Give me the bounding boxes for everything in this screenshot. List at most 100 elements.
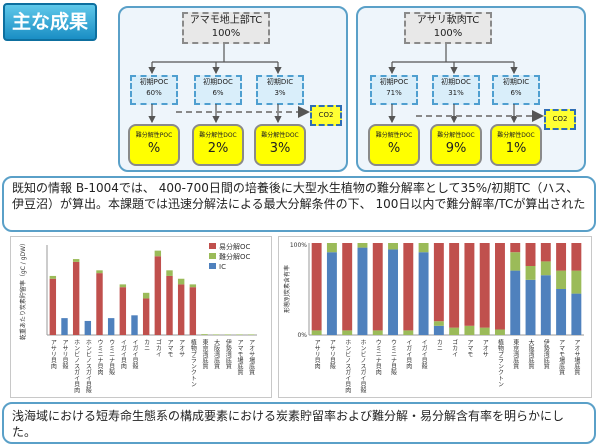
bar-segment bbox=[556, 243, 567, 271]
bar-segment bbox=[342, 243, 353, 331]
bar-segment bbox=[212, 334, 220, 335]
flow-top-name: アサリ軟肉TC bbox=[416, 15, 480, 26]
legend-swatch bbox=[209, 243, 216, 249]
bar-segment bbox=[236, 334, 243, 335]
co2-box: CO2 bbox=[544, 109, 576, 130]
flow-mid-pct: 3% bbox=[274, 89, 286, 97]
flow-result-value: 3% bbox=[269, 141, 291, 156]
flow-result-box: 難分解性POC % bbox=[128, 124, 180, 166]
bar-segment bbox=[49, 278, 57, 335]
bar-segment bbox=[571, 293, 582, 335]
bar-segment bbox=[357, 243, 368, 248]
bar-segment bbox=[418, 252, 429, 335]
bar-segment bbox=[224, 334, 232, 335]
bar-segment bbox=[433, 325, 444, 335]
flow-result-label: 難分解性POC bbox=[135, 132, 173, 139]
x-tick-label: アマモ場底質 bbox=[558, 339, 565, 376]
y-axis-label: 乾重あたり炭素貯留率（gC / gDW） bbox=[19, 240, 27, 340]
x-tick-label: イガイ貝肉 bbox=[119, 339, 126, 369]
flow-result-label: 難分解性DOC bbox=[437, 132, 475, 139]
bar-segment bbox=[96, 270, 103, 274]
flow-top-box: アマモ地上部TC 100% bbox=[182, 12, 270, 44]
bar-segment bbox=[177, 284, 185, 335]
bar-segment bbox=[464, 243, 475, 326]
bar-segment bbox=[556, 289, 567, 335]
x-tick-label: イガイ貝肉 bbox=[405, 339, 412, 369]
flow-arrows bbox=[148, 44, 310, 124]
flow-mid-name: 初期POC bbox=[379, 78, 409, 86]
bar-segment bbox=[525, 266, 536, 280]
x-tick-label: ゴカイ bbox=[154, 338, 161, 357]
flow-mid-pct: 6% bbox=[212, 89, 224, 97]
bar-segment bbox=[372, 330, 383, 335]
x-tick-label: アサリ貝肉 bbox=[49, 339, 56, 369]
x-tick-label: イガイ貝殻 bbox=[131, 339, 138, 370]
x-tick-label: アサリ貝殻 bbox=[328, 339, 335, 370]
x-tick-label: ウミニナ貝殻 bbox=[108, 339, 115, 376]
flow-result-value: 2% bbox=[207, 141, 229, 156]
x-tick-label: アマモ bbox=[466, 339, 473, 357]
flow-mid-name: 初期DIC bbox=[266, 78, 294, 86]
flow-top-box: アサリ軟肉TC 100% bbox=[404, 12, 492, 44]
flow-result-label: 難分解性DOC bbox=[199, 132, 237, 139]
flow-result-value: 1% bbox=[505, 141, 527, 156]
bar-segment bbox=[403, 243, 414, 331]
bar-segment bbox=[403, 330, 414, 335]
carbon-storage-chart: 乾重あたり炭素貯留率（gC / gDW）アサリ貝肉アサリ貝殻ホンビノスガイ貝肉ホ… bbox=[19, 240, 257, 394]
bar-segment bbox=[177, 278, 185, 285]
x-tick-label: 伊勢湾底質 bbox=[224, 338, 231, 370]
carbon-fraction-chart: 100%0%形態別炭素含有率アサリ貝肉アサリ貝殻ホンビノスガイ貝肉ホンビノスガイ… bbox=[283, 242, 584, 394]
x-tick-label: ホンビノスガイ貝殻 bbox=[359, 339, 366, 394]
bar-segment bbox=[201, 334, 208, 335]
x-tick-label: アオサ場底質 bbox=[248, 339, 255, 376]
info-callout: 既知の情報 B-1004では、 400-700日間の培養後に大型水生植物の難分解… bbox=[2, 176, 596, 232]
flow-result-box: 難分解性DOC 9% bbox=[430, 124, 482, 166]
bar-segment bbox=[388, 249, 398, 335]
flow-result-box: 難分解性POC % bbox=[368, 124, 420, 166]
flow-mid-name: 初期DOC bbox=[441, 78, 471, 86]
x-tick-label: ホンビノスガイ貝肉 bbox=[344, 339, 351, 393]
co2-box: CO2 bbox=[310, 105, 342, 126]
bar-segment bbox=[342, 330, 353, 335]
x-tick-label: 大阪湾底質 bbox=[213, 338, 220, 370]
bar-segment bbox=[142, 298, 150, 335]
bar-segment bbox=[311, 330, 322, 335]
legend-swatch bbox=[209, 263, 216, 269]
x-tick-label: 東京湾底質 bbox=[512, 338, 519, 370]
bar-segment bbox=[479, 243, 490, 328]
x-tick-label: アサリ貝殻 bbox=[61, 339, 68, 370]
bar-segment bbox=[84, 320, 92, 335]
flow-mid-box: 初期POC 71% bbox=[370, 75, 418, 105]
conclusion-callout-text: 浅海域における短寿命生態系の構成要素における炭素貯留率および難分解・易分解含有率… bbox=[12, 409, 565, 439]
x-tick-label: 伊勢湾底質 bbox=[542, 338, 549, 370]
bar-segment bbox=[510, 270, 521, 335]
flow-result-box: 難分解性DOC 2% bbox=[192, 124, 244, 166]
bar-segment bbox=[525, 279, 536, 335]
flow-top-name: アマモ地上部TC bbox=[189, 15, 263, 26]
x-tick-label: 大阪湾底質 bbox=[527, 338, 534, 370]
bar-segment bbox=[449, 243, 460, 328]
flow-result-value: % bbox=[147, 141, 161, 156]
flow-panel-right: アサリ軟肉TC 100% 初期POC 71% 初期DOC 31% 初期DIC 6… bbox=[356, 6, 586, 172]
flow-panel-left: アマモ地上部TC 100% 初期POC 60% 初期DOC 6% 初期DIC 3… bbox=[118, 6, 348, 172]
bar-segment bbox=[166, 270, 173, 276]
bar-segment bbox=[96, 273, 103, 335]
x-tick-label: 植物プランクトン bbox=[189, 338, 196, 387]
flow-mid-name: 初期POC bbox=[139, 78, 169, 86]
x-tick-label: ホンビノスガイ貝肉 bbox=[73, 339, 80, 393]
flow-mid-pct: 60% bbox=[146, 89, 162, 97]
x-tick-label: ゴカイ bbox=[451, 338, 458, 357]
info-callout-text: 既知の情報 B-1004では、 400-700日間の培養後に大型水生植物の難分解… bbox=[12, 181, 586, 211]
conclusion-callout: 浅海域における短寿命生態系の構成要素における炭素貯留率および難分解・易分解含有率… bbox=[2, 402, 596, 444]
flow-result-box: 難分解性DOC 1% bbox=[490, 124, 542, 166]
bar-segment bbox=[311, 243, 322, 331]
legend-label: 難分解OC bbox=[219, 252, 251, 261]
bar-segment bbox=[49, 275, 57, 279]
flow-result-value: % bbox=[387, 141, 401, 156]
bar-segment bbox=[61, 318, 68, 335]
bar-segment bbox=[418, 243, 429, 253]
flow-mid-pct: 71% bbox=[386, 89, 402, 97]
flow-mid-box: 初期DIC 6% bbox=[492, 75, 540, 105]
bar-segment bbox=[166, 275, 173, 335]
flow-mid-box: 初期DOC 6% bbox=[194, 75, 242, 105]
